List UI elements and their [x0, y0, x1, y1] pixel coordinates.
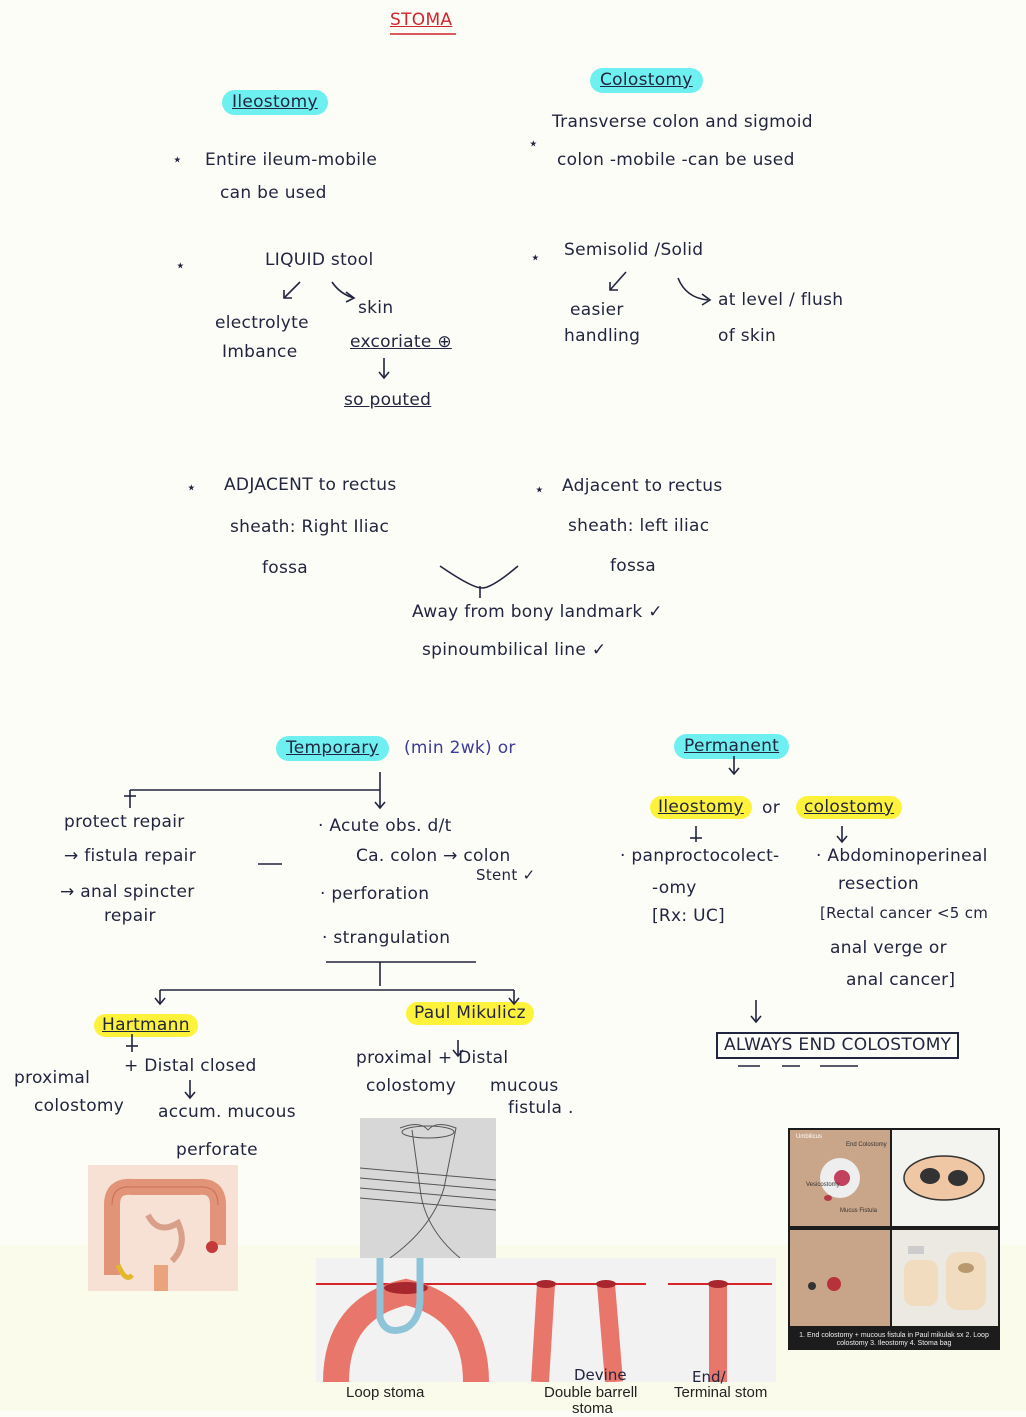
hartmann-b1: + Distal closed — [124, 1056, 257, 1076]
stoma-caption: stoma — [572, 1400, 613, 1417]
paul-a1: proximal + Distal — [356, 1048, 509, 1068]
ileostomy-point-3b: sheath: Right Iliac — [230, 517, 390, 537]
ileostomy-branch-1a: electrolyte — [215, 313, 309, 333]
photo-label-mucus-fistula: Mucus Fistula — [840, 1208, 878, 1214]
permanent-col-1: · Abdominoperineal — [816, 846, 988, 866]
ileostomy-heading: Ileostomy — [222, 90, 328, 116]
temporary-left-2: → fistula repair — [64, 846, 196, 866]
permanent-il-3: [Rx: UC] — [652, 906, 725, 926]
permanent-il-2: -omy — [652, 878, 697, 898]
bullet: ⋆ — [534, 480, 545, 500]
temporary-left-3b: repair — [104, 906, 156, 926]
photo-caption: 1. End colostomy + mucous fistula in Pau… — [799, 1332, 989, 1347]
temporary-right-4: · strangulation — [322, 928, 451, 948]
temporary-left-1: protect repair — [64, 812, 185, 832]
temporary-right-2: Ca. colon → colon — [356, 846, 511, 866]
hartmann-a2: colostomy — [34, 1096, 125, 1116]
permanent-col-2: resection — [838, 874, 920, 894]
common-line-2: spinoumbilical line ✓ — [422, 640, 607, 660]
colostomy-branch-2b: of skin — [718, 326, 777, 346]
common-line-1: Away from bony landmark ✓ — [412, 602, 663, 622]
paul-a2: colostomy — [366, 1076, 457, 1096]
bullet: ⋆ — [530, 248, 541, 268]
devine-caption: Devine — [574, 1366, 627, 1384]
temporary-left-3a: → anal spincter — [60, 882, 195, 902]
ileostomy-branch-1b: Imbance — [222, 342, 298, 362]
double-barrell-caption: Double barrell — [544, 1384, 638, 1401]
colostomy-point-3c: fossa — [610, 556, 657, 576]
bullet: ⋆ — [172, 150, 183, 170]
paul-mikulicz-heading: Paul Mikulicz — [406, 1002, 534, 1026]
temporary-right-3: · perforation — [320, 884, 430, 904]
connector-arrows-bottom — [124, 756, 858, 1100]
paul-mikulicz-sketch — [360, 1118, 496, 1260]
bullet: ⋆ — [175, 256, 186, 276]
ileostomy-branch-2c: so pouted — [344, 390, 432, 410]
terminal-stoma-caption: Terminal stom — [674, 1384, 768, 1401]
permanent-ileostomy: Ileostomy — [650, 796, 752, 820]
end-caption: End/ — [692, 1368, 726, 1386]
hartmann-heading: Hartmann — [94, 1014, 198, 1038]
colon-illustration — [88, 1165, 238, 1291]
colostomy-point-1b: colon -mobile -can be used — [557, 150, 795, 170]
permanent-colostomy: colostomy — [796, 796, 903, 820]
ileostomy-point-2: LIQUID stool — [265, 250, 374, 270]
permanent-il-1: · panproctocolect- — [620, 846, 780, 866]
temporary-heading: Temporary — [276, 736, 389, 762]
paul-b2: mucous — [490, 1076, 559, 1096]
colostomy-branch-1a: easier — [570, 300, 624, 320]
ileostomy-point-3a: ADJACENT to rectus — [224, 475, 397, 495]
permanent-col-5: anal cancer] — [846, 970, 956, 990]
permanent-heading: Permanent — [674, 734, 790, 760]
always-end-colostomy: ALWAYS END COLOSTOMY — [716, 1032, 960, 1060]
colostomy-heading: Colostomy — [590, 68, 703, 94]
connector-arrows-top — [283, 33, 712, 598]
ileostomy-point-1a: Entire ileum-mobile — [205, 150, 378, 170]
page-title: STOMA — [390, 10, 453, 30]
stoma-types-diagram — [316, 1258, 776, 1382]
ileostomy-point-1b: can be used — [220, 183, 327, 203]
permanent-or: or — [762, 798, 780, 818]
ileostomy-branch-2b: excoriate ⊕ — [350, 332, 452, 352]
ileostomy-branch-2a: skin — [358, 298, 394, 318]
hartmann-b2: accum. mucous — [158, 1102, 296, 1122]
bullet: ⋆ — [528, 134, 539, 154]
loop-stoma-caption: Loop stoma — [346, 1384, 425, 1401]
temporary-note: (min 2wk) or — [404, 738, 516, 758]
temporary-right-1: · Acute obs. d/t — [318, 816, 452, 836]
photo-label-umbilicus: Umbilicus — [796, 1134, 823, 1140]
hartmann-b3: perforate — [176, 1140, 258, 1160]
colostomy-point-1a: Transverse colon and sigmoid — [552, 112, 813, 132]
colostomy-point-3a: Adjacent to rectus — [562, 476, 723, 496]
colostomy-point-2: Semisolid /Solid — [564, 240, 704, 260]
permanent-col-4: anal verge or — [830, 938, 947, 958]
temporary-right-2b: Stent ✓ — [476, 866, 536, 884]
photo-label-end-colostomy: End Colostomy — [846, 1142, 887, 1148]
stoma-photos — [790, 1130, 998, 1326]
colostomy-point-3b: sheath: left iliac — [568, 516, 710, 536]
paul-b3: fistula . — [508, 1098, 574, 1118]
permanent-col-3: [Rectal cancer <5 cm — [820, 904, 989, 922]
photo-label-vesicostomy: Vesicostomy — [806, 1182, 840, 1188]
colostomy-branch-1b: handling — [564, 326, 641, 346]
colostomy-branch-2a: at level / flush — [718, 290, 844, 310]
ileostomy-point-3c: fossa — [262, 558, 309, 578]
hartmann-a1: proximal — [14, 1068, 91, 1088]
bullet: ⋆ — [186, 478, 197, 498]
